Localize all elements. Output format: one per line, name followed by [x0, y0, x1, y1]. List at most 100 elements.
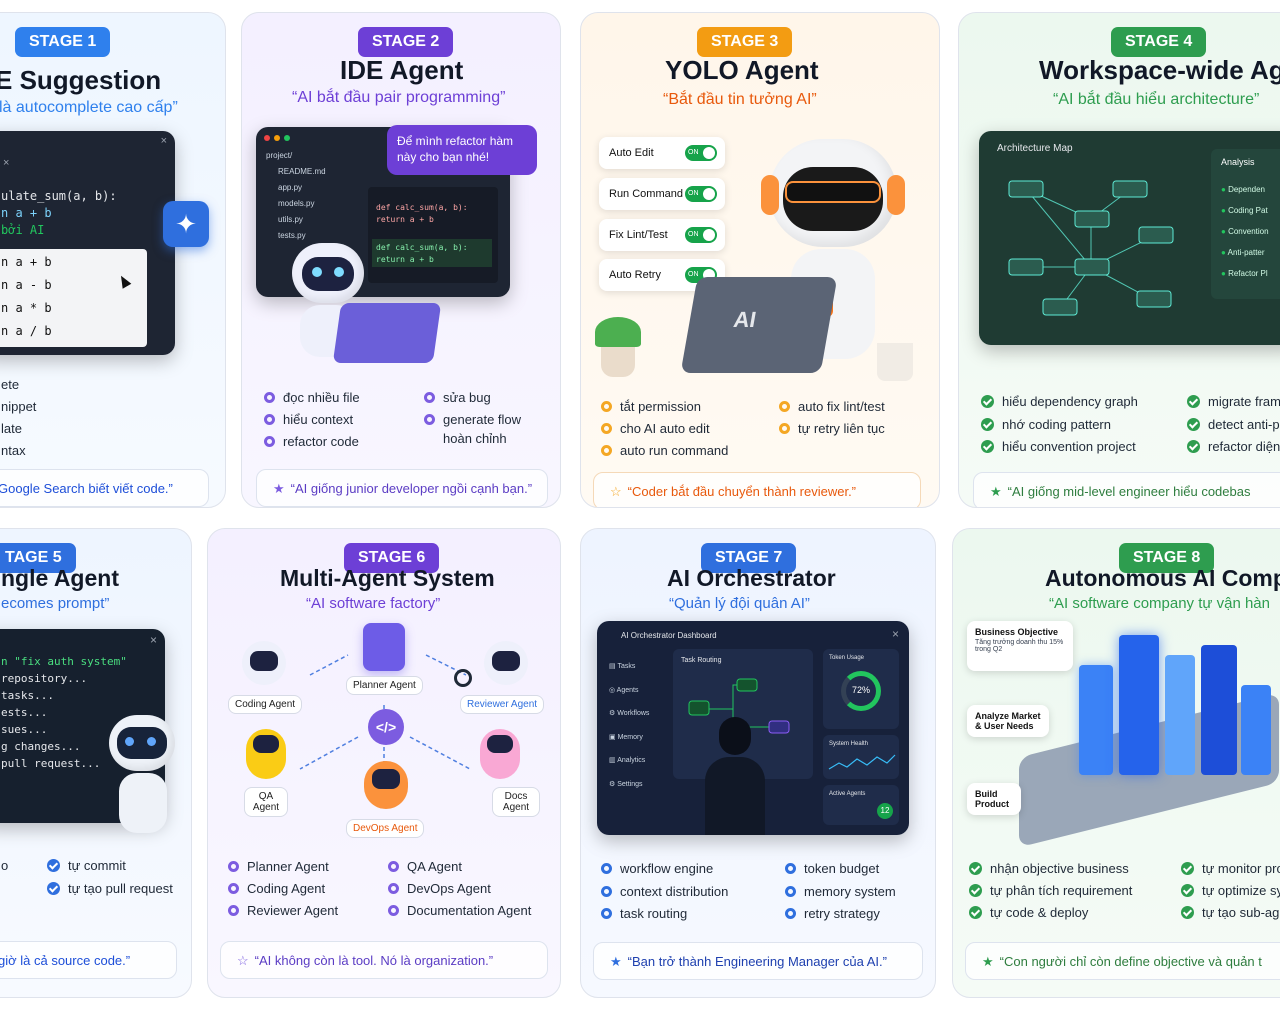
- planner-agent-label: Planner Agent: [346, 676, 423, 695]
- bullet: nippet: [1, 399, 37, 414]
- bullet: generate flow: [424, 412, 521, 427]
- code-editor: × × ulate_sum(a, b): n a + b bởi AI n a …: [0, 131, 175, 355]
- chat-bubble: Để mình refactor hàm này cho bạn nhé!: [387, 125, 537, 175]
- star-icon: ★: [990, 484, 1002, 499]
- suggestion-list[interactable]: n a + b n a - b n a * b n a / b: [0, 249, 147, 347]
- ide-window: project/ README.md app.py models.py util…: [256, 127, 510, 297]
- stage-6-card: STAGE 6 Multi-Agent System “AI software …: [207, 528, 561, 998]
- close-icon[interactable]: ×: [3, 157, 10, 169]
- code-hub-icon[interactable]: </>: [368, 709, 404, 745]
- sparkle-icon[interactable]: ✦: [163, 201, 209, 247]
- terminal-line: pull request...: [1, 757, 101, 770]
- analysis-item: ● Dependen: [1221, 185, 1265, 194]
- star-icon: ★: [273, 481, 285, 496]
- routing-graph: [688, 678, 790, 734]
- menu-item[interactable]: ◎ Agents: [609, 686, 639, 694]
- suggestion-item[interactable]: n a * b: [1, 301, 52, 315]
- devops-agent-label: DevOps Agent: [346, 819, 425, 838]
- stage-subtitle: “Quản lý đội quân AI”: [669, 595, 810, 612]
- orchestrator-dashboard: AI Orchestrator Dashboard × ▤ Tasks ◎ Ag…: [597, 621, 909, 835]
- stage-4-card: STAGE 4 Workspace-wide Agen “AI bắt đầu …: [958, 12, 1280, 508]
- folder-item[interactable]: project/: [266, 151, 293, 160]
- stage-quote: ★“Con người chỉ còn define objective và …: [965, 942, 1280, 980]
- star-icon: ☆: [610, 484, 622, 499]
- analysis-title: Analysis: [1221, 157, 1255, 167]
- bullet: tự optimize sy: [1181, 883, 1280, 898]
- bullet: refactor code: [264, 434, 359, 449]
- menu-item[interactable]: ▥ Analytics: [609, 757, 646, 764]
- bullet: Documentation Agent: [388, 903, 531, 918]
- plant-leaves: [595, 317, 641, 347]
- bullet: tự retry liên tục: [779, 421, 885, 436]
- bullet: tự tạo pull request: [47, 881, 173, 896]
- file-item[interactable]: README.md: [278, 167, 326, 176]
- menu-item[interactable]: ⚙ Workflows: [609, 710, 650, 717]
- suggestion-item[interactable]: n a - b: [1, 278, 52, 292]
- token-percent: 72%: [851, 685, 870, 695]
- menu-item[interactable]: ⚙ Settings: [609, 780, 643, 788]
- bullet: tự commit: [47, 858, 126, 873]
- menu-item[interactable]: ▤ Tasks: [609, 663, 636, 670]
- stage-badge: TAGE 5: [0, 543, 76, 573]
- bullet: task routing: [601, 906, 687, 921]
- stage-quote: ★“Bạn trở thành Engineering Manager của …: [593, 942, 923, 980]
- stage-subtitle: “AI bắt đầu pair programming”: [292, 89, 506, 106]
- bullet: workflow engine: [601, 861, 713, 876]
- docs-agent-label: Docs Agent: [492, 787, 540, 817]
- token-gauge: [841, 671, 881, 711]
- bullet: migrate fram: [1187, 394, 1280, 409]
- bullet: late: [1, 421, 22, 436]
- star-icon: ☆: [237, 953, 249, 968]
- close-icon[interactable]: ×: [891, 627, 899, 641]
- file-item[interactable]: models.py: [278, 199, 315, 208]
- stage-subtitle: là autocomplete cao cấp”: [0, 99, 178, 116]
- sunglasses-icon: [785, 181, 881, 203]
- code-line: return a + b: [376, 255, 434, 264]
- code-line: def calc_sum(a, b):: [376, 203, 468, 212]
- task-routing-label: Task Routing: [681, 657, 722, 664]
- system-health-panel: System Health: [823, 735, 899, 779]
- suggestion-item[interactable]: n a + b: [1, 255, 52, 269]
- star-icon: ★: [982, 954, 994, 969]
- stage-title: Workspace-wide Agen: [1039, 55, 1280, 85]
- close-icon[interactable]: ×: [160, 135, 167, 147]
- bullet: tắt permission: [601, 399, 701, 414]
- plant-icon: [601, 343, 635, 377]
- file-item[interactable]: tests.py: [278, 231, 306, 240]
- code-pane: def calc_sum(a, b): return a + b def cal…: [368, 187, 498, 283]
- menu-item[interactable]: ▣ Memory: [609, 733, 643, 741]
- stage-title: ngle Agent: [1, 565, 119, 591]
- laptop: AI: [680, 277, 838, 373]
- bullet: DevOps Agent: [388, 881, 491, 896]
- bullet: đọc nhiều file: [264, 390, 360, 405]
- planner-icon[interactable]: [363, 623, 405, 671]
- terminal-window: × n "fix auth system" repository... task…: [0, 629, 165, 823]
- health-sparkline: [828, 754, 896, 770]
- active-agents-count: 12: [877, 803, 893, 819]
- bullet: nhận objective business: [969, 861, 1129, 876]
- build-product-card: Build Product: [967, 783, 1021, 815]
- code-line: return a + b: [376, 215, 434, 224]
- stage-subtitle: ecomes prompt”: [1, 595, 110, 612]
- analysis-panel: Analysis ● Dependen ● Coding Pat ● Conve…: [1211, 149, 1280, 299]
- mug-icon: [877, 343, 913, 381]
- bullet: ntax: [1, 443, 26, 458]
- suggestion-item[interactable]: n a / b: [1, 324, 52, 338]
- robot-illustration: [103, 715, 185, 843]
- stage-badge: STAGE 7: [701, 543, 797, 573]
- docs-agent-robot: [480, 729, 520, 779]
- stage-subtitle: “Bắt đầu tin tưởng AI”: [663, 91, 817, 108]
- file-item[interactable]: app.py: [278, 183, 303, 192]
- stage-3-card: STAGE 3 YOLO Agent “Bắt đầu tin tưởng AI…: [580, 12, 940, 508]
- bullet: Reviewer Agent: [228, 903, 338, 918]
- bullet: tự tạo sub-ag: [1181, 905, 1279, 920]
- close-icon[interactable]: ×: [149, 633, 157, 647]
- stage-subtitle: “AI software factory”: [306, 595, 441, 612]
- file-item[interactable]: utils.py: [278, 215, 303, 224]
- token-usage-label: Token Usage: [829, 655, 865, 661]
- stage-title: AI Orchestrator: [667, 565, 836, 591]
- stage-7-card: STAGE 7 AI Orchestrator “Quản lý đội quâ…: [580, 528, 936, 998]
